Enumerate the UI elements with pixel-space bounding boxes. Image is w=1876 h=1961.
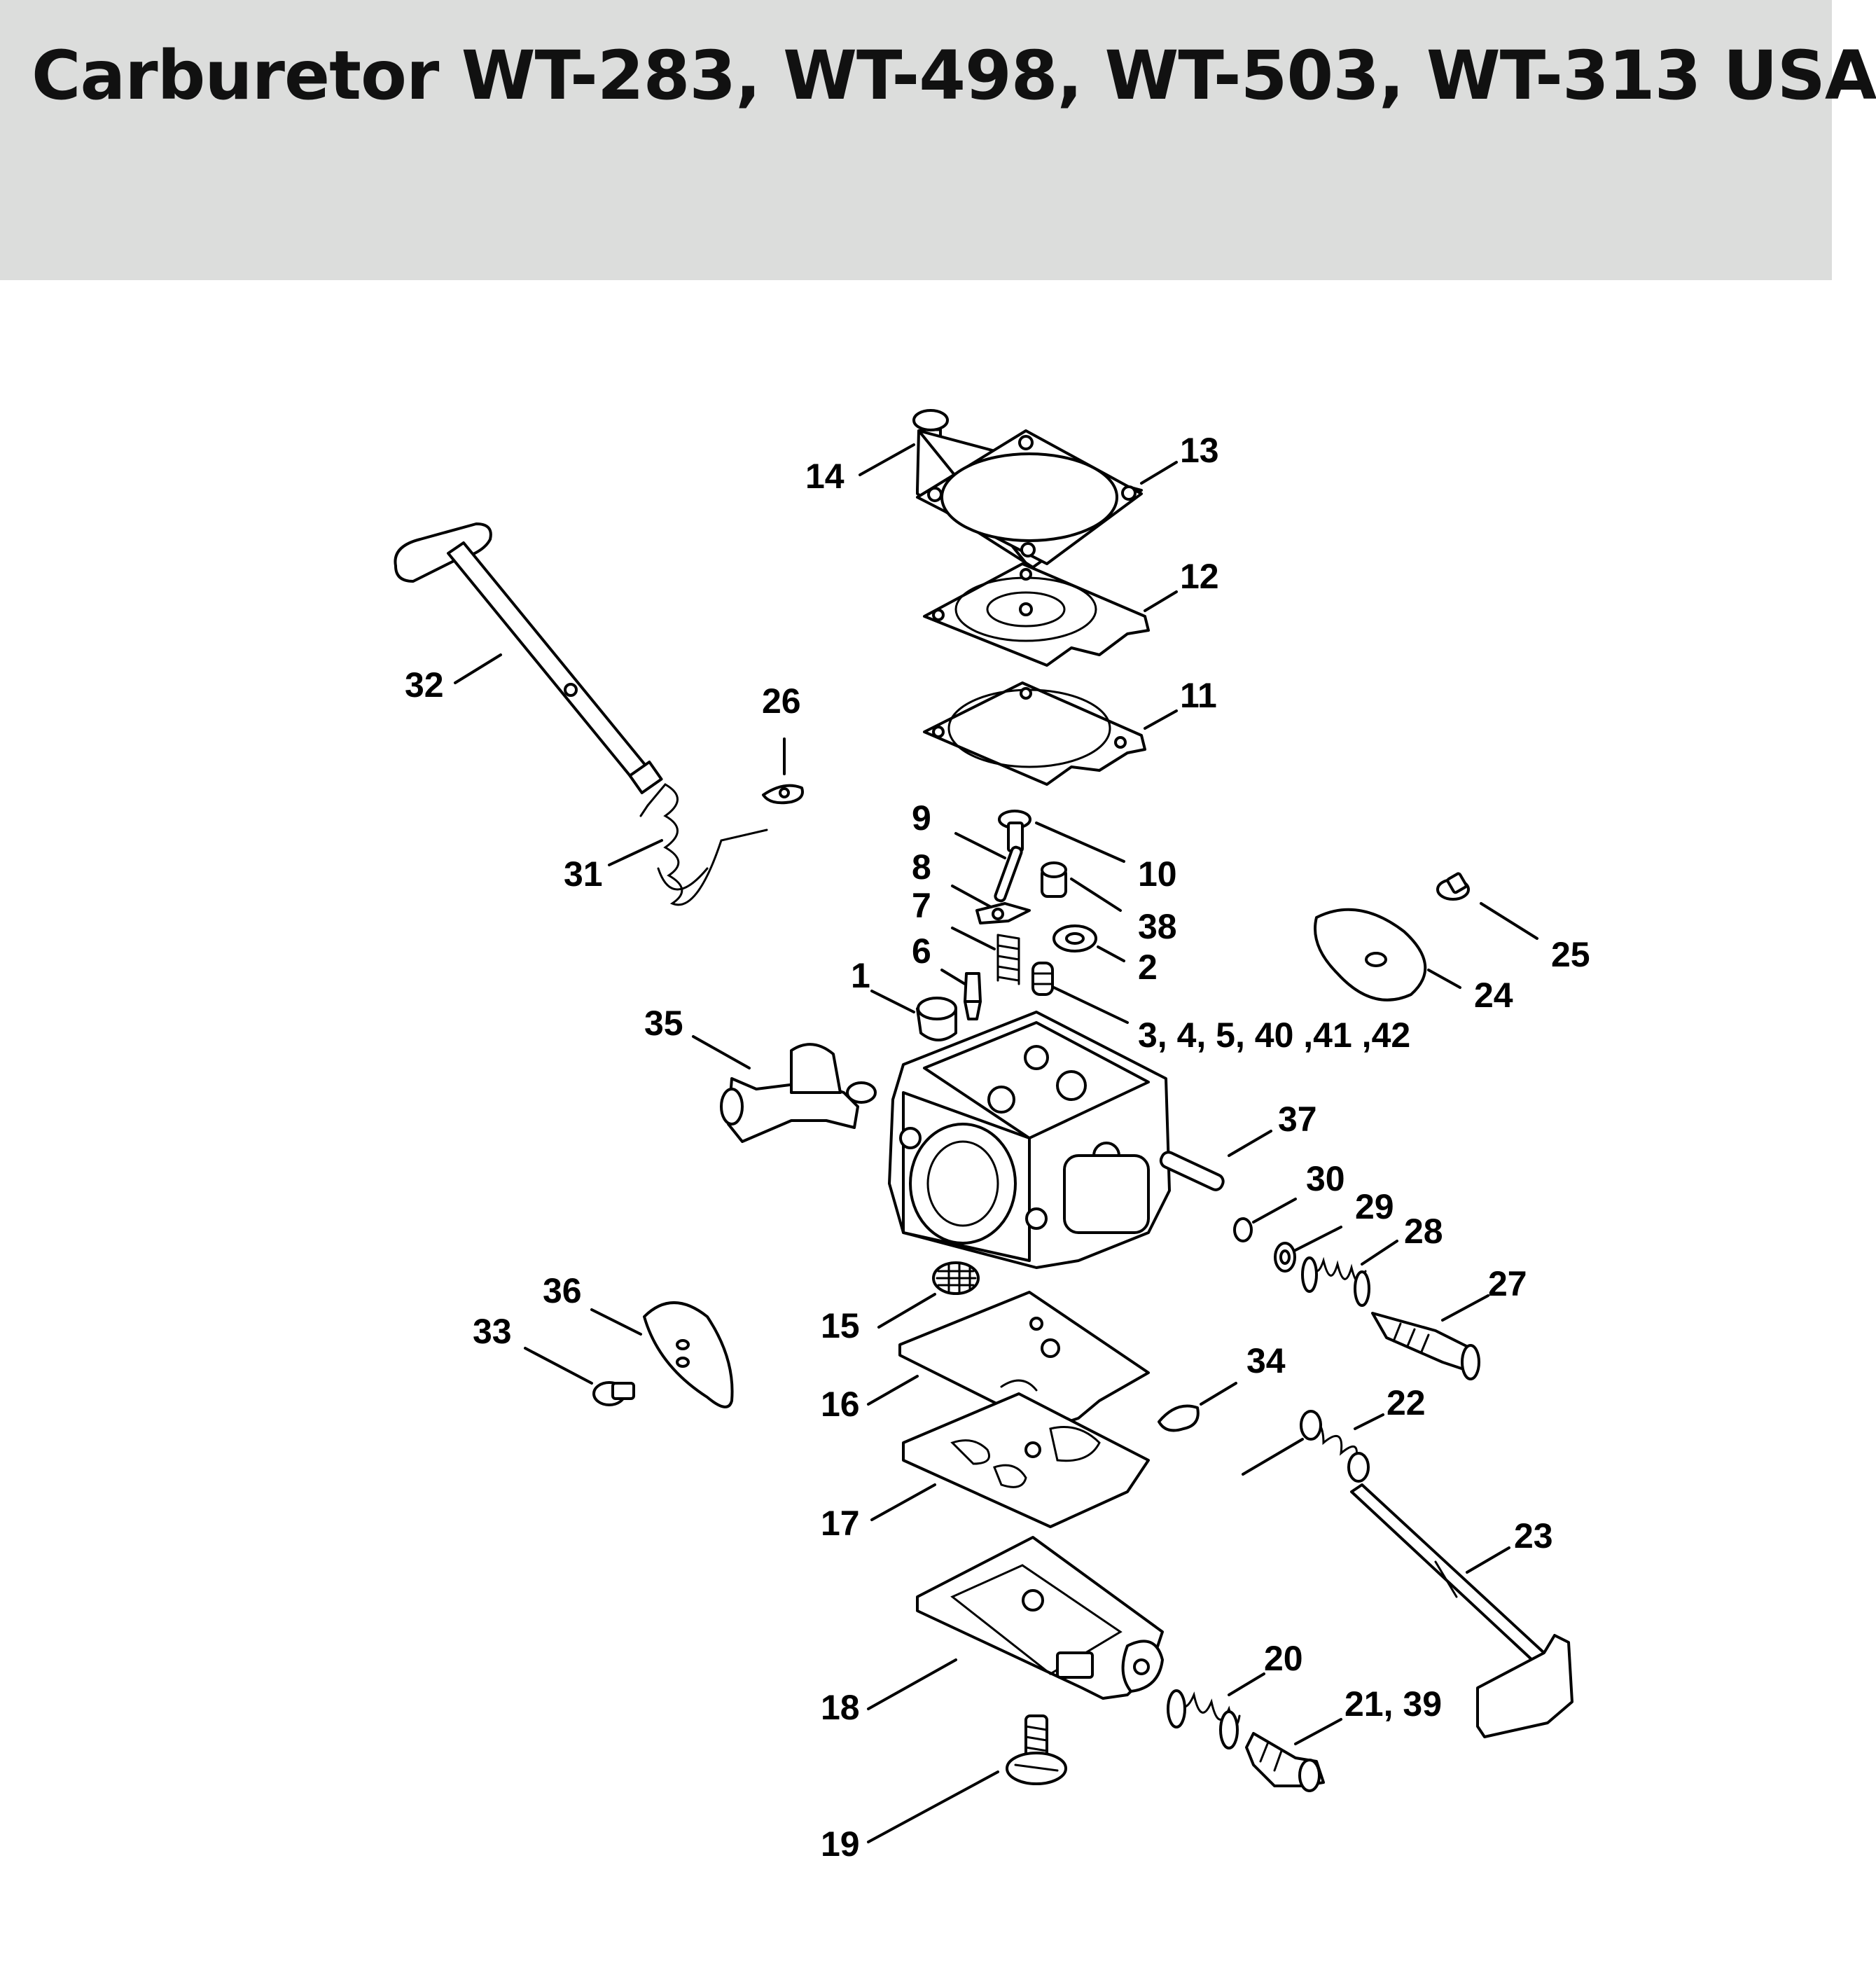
callout-30: 30 [1306, 1159, 1345, 1198]
part-1-plug [916, 997, 957, 1041]
part-36-choke-valve [643, 1301, 734, 1408]
part-8-inlet-lever [975, 902, 1031, 924]
part-23-choke-shaft [1350, 1483, 1573, 1738]
callout-36: 36 [543, 1271, 582, 1310]
part-22-spring [1300, 1410, 1370, 1483]
callout-8: 8 [912, 847, 931, 887]
callout-29: 29 [1355, 1187, 1394, 1226]
callout-12: 12 [1180, 557, 1219, 596]
part-6-inlet-needle [964, 972, 982, 1020]
part-38-bushing [1041, 861, 1067, 898]
part-19-screw [1006, 1714, 1067, 1785]
callout-31: 31 [564, 854, 603, 894]
callout-18: 18 [821, 1688, 860, 1727]
part-2-washer [1052, 924, 1097, 952]
part-20-spring [1167, 1689, 1241, 1749]
callout-37: 37 [1278, 1100, 1317, 1139]
callout-25: 25 [1551, 935, 1590, 974]
exploded-parts-diagram: 14 13 12 11 32 26 31 9 10 8 38 7 2 6 1 3… [394, 409, 1590, 1864]
callout-labels: 14 13 12 11 32 26 31 9 10 8 38 7 2 6 1 3… [405, 431, 1590, 1864]
callout-33: 33 [473, 1312, 512, 1351]
callout-38: 38 [1138, 907, 1177, 946]
callout-26: 26 [762, 681, 801, 721]
part-26-e-clip [762, 784, 804, 805]
part-33-screw [592, 1381, 635, 1406]
part-12-pump-diaphragm [923, 562, 1150, 667]
part-21-adjusting-screw [1245, 1732, 1325, 1792]
callout-6: 6 [912, 931, 931, 971]
callout-14: 14 [805, 457, 845, 496]
callout-16: 16 [821, 1385, 860, 1424]
part-3-check-valve [1031, 962, 1054, 996]
callout-11: 11 [1180, 676, 1217, 715]
callout-21-39: 21, 39 [1345, 1684, 1442, 1724]
callout-32: 32 [405, 665, 444, 705]
callout-22: 22 [1387, 1383, 1426, 1422]
callout-27: 27 [1488, 1264, 1527, 1303]
part-24-throttle-valve [1314, 908, 1427, 1002]
callout-24: 24 [1474, 976, 1513, 1015]
part-28-spring [1301, 1256, 1370, 1307]
part-carburetor-body [888, 1011, 1171, 1269]
part-35-elbow-fitting [720, 1043, 877, 1143]
part-11-gasket [923, 681, 1146, 786]
callout-2: 2 [1138, 948, 1158, 987]
callout-19: 19 [821, 1824, 860, 1864]
part-32-throttle-shaft [394, 522, 663, 795]
part-7-spring [996, 934, 1020, 985]
part-15-strainer-screen [932, 1261, 980, 1295]
part-37-pin [1159, 1151, 1225, 1191]
callout-1: 1 [851, 956, 870, 995]
part-25-screw [1436, 872, 1470, 901]
callout-15: 15 [821, 1306, 860, 1345]
part-10-screw [998, 810, 1031, 852]
part-18-end-cover [916, 1536, 1164, 1700]
part-9-pin [994, 845, 1023, 903]
part-29-washer [1274, 1242, 1296, 1273]
callout-35: 35 [644, 1004, 683, 1043]
callout-13: 13 [1180, 431, 1219, 470]
part-17-gasket [902, 1392, 1150, 1528]
header-band: Carburetor WT-283, WT-498, WT-503, WT-31… [0, 0, 1876, 280]
callout-23: 23 [1514, 1516, 1553, 1555]
part-13-pump-cover [916, 429, 1143, 569]
callout-3-4-5-40-41-42: 3, 4, 5, 40 ,41 ,42 [1138, 1016, 1410, 1055]
part-31-torsion-spring [639, 783, 768, 906]
callout-7: 7 [912, 886, 931, 925]
callout-28: 28 [1404, 1212, 1443, 1251]
part-27-adjusting-screw [1371, 1312, 1480, 1380]
leader-lines [454, 443, 1538, 1843]
part-30-o-ring [1233, 1217, 1253, 1242]
callout-10: 10 [1138, 854, 1177, 894]
callout-17: 17 [821, 1504, 860, 1543]
part-16-metering-diaphragm [898, 1291, 1150, 1430]
part-34-e-clip [1158, 1404, 1200, 1432]
page-title: Carburetor WT-283, WT-498, WT-503, WT-31… [32, 36, 1876, 115]
callout-34: 34 [1246, 1341, 1286, 1380]
callout-20: 20 [1264, 1639, 1303, 1678]
callout-9: 9 [912, 798, 931, 838]
